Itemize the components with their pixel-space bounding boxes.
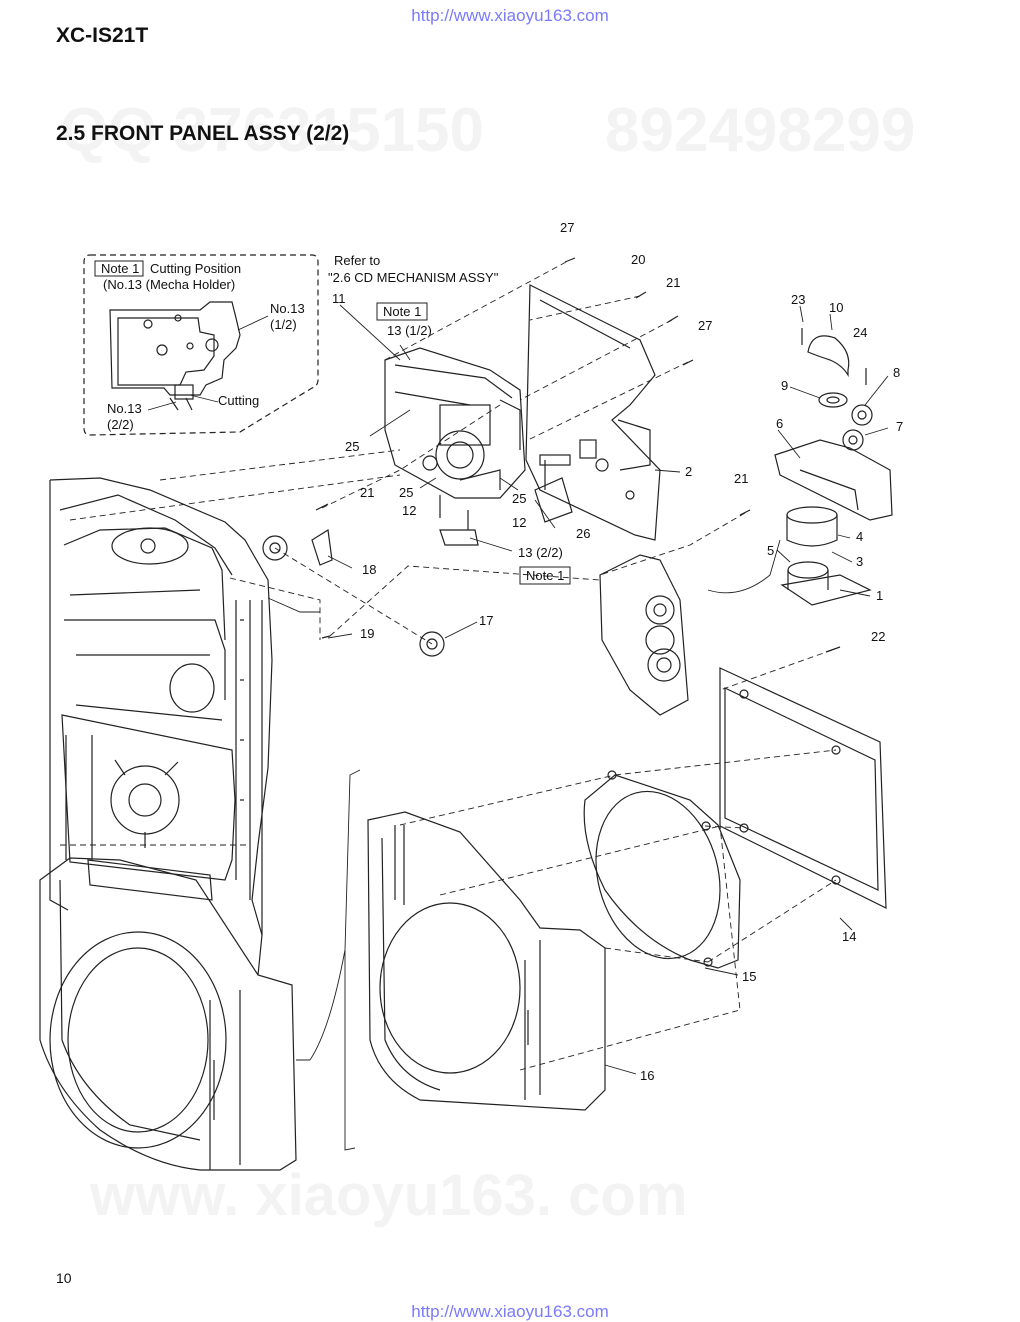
callout-21b: 21	[360, 485, 374, 500]
inset-no13-1-frac: (1/2)	[270, 317, 297, 332]
callout-25a: 25	[345, 439, 359, 454]
callout-27b: 27	[698, 318, 712, 333]
callout-13a: 13 (1/2)	[387, 323, 432, 338]
callout-25b: 25	[399, 485, 413, 500]
callout-13b: 13 (2/2)	[518, 545, 563, 560]
callout-4: 4	[856, 529, 863, 544]
inset-dashed-frame	[83, 254, 319, 436]
refer-line-2: "2.6 CD MECHANISM ASSY"	[328, 270, 499, 285]
callout-20: 20	[631, 252, 645, 267]
bottom-url-link[interactable]: http://www.xiaoyu163.com	[411, 1302, 609, 1321]
inset-no13-2: No.13	[107, 401, 142, 416]
callout-16: 16	[640, 1068, 654, 1083]
callout-12b: 12	[512, 515, 526, 530]
callout-19: 19	[360, 626, 374, 641]
callout-8: 8	[893, 365, 900, 380]
callout-9: 9	[781, 378, 788, 393]
callout-14: 14	[842, 929, 856, 944]
note-label-a: Note 1	[383, 304, 421, 319]
callout-10: 10	[829, 300, 843, 315]
note-box-b	[519, 566, 571, 585]
callout-6: 6	[776, 416, 783, 431]
model-number: XC-IS21T	[56, 24, 149, 47]
note-box-a	[376, 302, 428, 321]
watermark-number: 892498299	[605, 96, 916, 165]
main-pcb-part	[525, 284, 661, 541]
callout-5: 5	[767, 543, 774, 558]
callout-23: 23	[791, 292, 805, 307]
callout-7: 7	[896, 419, 903, 434]
inset-note-box	[94, 260, 144, 277]
speaker-ring-15	[583, 770, 741, 969]
cd-mechanism-part	[384, 347, 526, 499]
callout-26: 26	[576, 526, 590, 541]
callout-24: 24	[853, 325, 867, 340]
inset-cutting: Cutting	[218, 393, 259, 408]
callout-17: 17	[479, 613, 493, 628]
left-speaker-cover-part	[39, 857, 297, 1171]
tray-gear-part	[599, 554, 689, 716]
callout-21c: 21	[734, 471, 748, 486]
callout-12a: 12	[402, 503, 416, 518]
callout-2: 2	[685, 464, 692, 479]
motor-unit-part	[774, 328, 893, 606]
top-url-link[interactable]: http://www.xiaoyu163.com	[411, 6, 609, 25]
leader-lines	[147, 304, 889, 1151]
callout-21a: 21	[666, 275, 680, 290]
callout-25c: 25	[512, 491, 526, 506]
callout-22: 22	[871, 629, 885, 644]
callout-3: 3	[856, 554, 863, 569]
callout-27a: 27	[560, 220, 574, 235]
inset-mecha-holder: (No.13 (Mecha Holder)	[103, 277, 235, 292]
inset-note-label: Note 1	[101, 261, 139, 276]
mecha-holder-sketch	[109, 301, 241, 411]
front-panel-part	[49, 477, 273, 976]
note-label-b: Note 1	[526, 568, 564, 583]
part-26-sheet	[534, 477, 573, 523]
callout-18: 18	[362, 562, 376, 577]
assembly-guide-lines	[60, 261, 837, 1071]
inset-no13-2-frac: (2/2)	[107, 417, 134, 432]
small-parts	[262, 257, 841, 657]
watermark-qq: QQ 376315150	[60, 96, 485, 165]
inset-cutting-position: Cutting Position	[150, 261, 241, 276]
callout-15: 15	[742, 969, 756, 984]
inset-no13-1: No.13	[270, 301, 305, 316]
section-title: 2.5 FRONT PANEL ASSY (2/2)	[56, 122, 350, 145]
speaker-cover-16	[367, 811, 606, 1111]
page-number: 10	[56, 1270, 72, 1286]
rear-panel-14	[719, 667, 887, 909]
callout-11: 11	[332, 291, 346, 306]
watermark-site: www. xiaoyu163. com	[90, 1163, 688, 1228]
callout-1: 1	[876, 588, 883, 603]
refer-line-1: Refer to	[334, 253, 380, 268]
